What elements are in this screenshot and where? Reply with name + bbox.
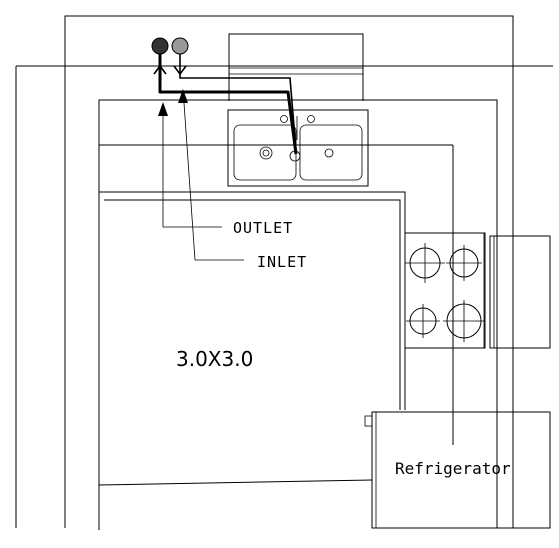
outlet-leader (158, 102, 222, 228)
outlet-leader-arrow-icon (158, 102, 168, 116)
refrigerator (364, 411, 551, 529)
inlet-leader (178, 89, 244, 261)
inlet-pipe-end-icon (171, 37, 189, 55)
outlet-arrow-icon (153, 64, 167, 75)
window (228, 33, 364, 101)
outlet-pipe-end-icon (151, 37, 169, 55)
burner-top-right (446, 245, 482, 281)
double-sink (227, 109, 369, 187)
burner-top-left (405, 243, 445, 283)
stove (404, 232, 486, 349)
counter-outline (98, 99, 528, 530)
inlet-arrow-icon (173, 65, 187, 76)
burner-bottom-left (406, 304, 440, 338)
outer-wall (15, 15, 553, 528)
outlet-pipe (158, 50, 298, 155)
room-size-label: 3.0X3.0 (176, 347, 253, 371)
inlet-label: INLET (257, 253, 307, 271)
outlet-label: OUTLET (233, 219, 293, 237)
inlet-leader-arrow-icon (178, 89, 188, 103)
burner-bottom-right (443, 300, 485, 342)
refrigerator-label: Refrigerator (395, 459, 511, 478)
side-cabinet (489, 235, 551, 349)
inlet-pipe (179, 50, 297, 151)
